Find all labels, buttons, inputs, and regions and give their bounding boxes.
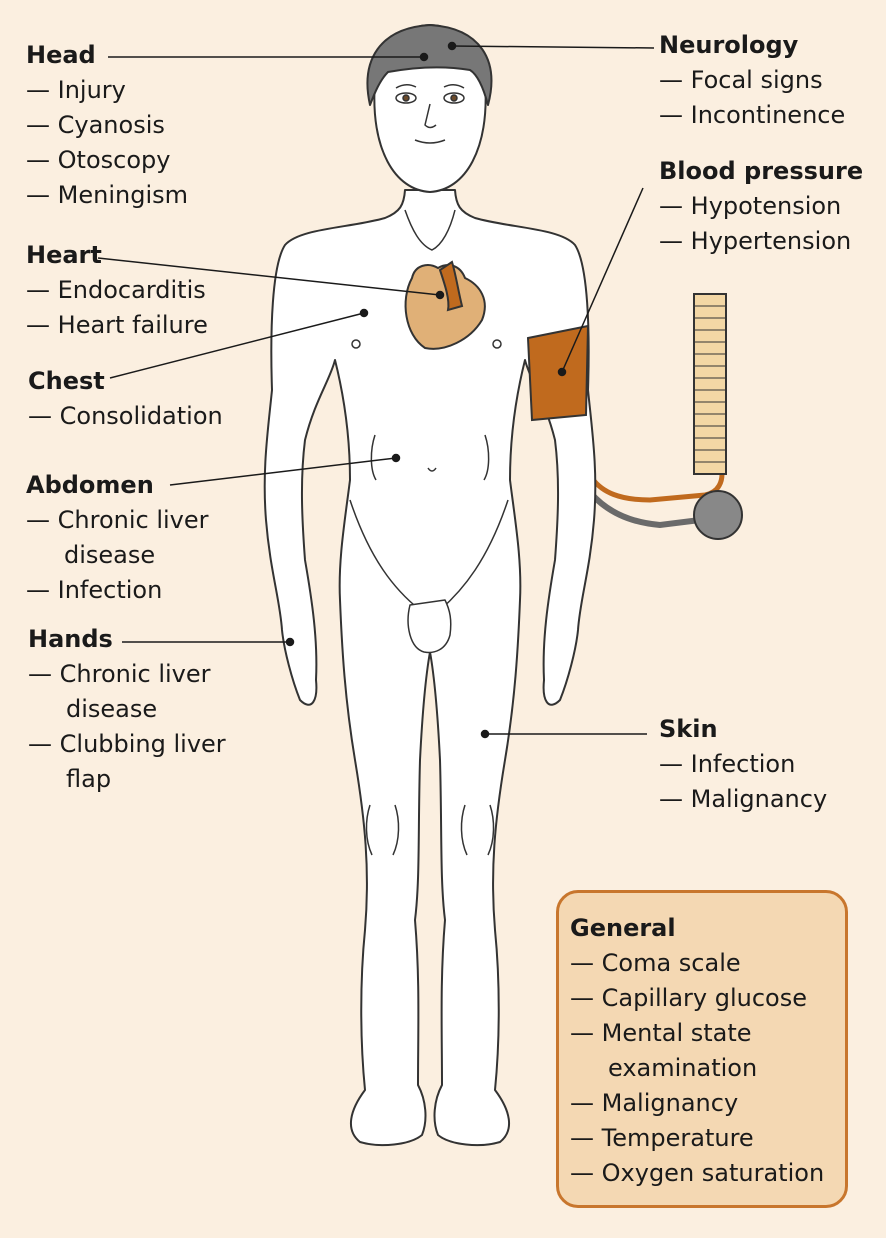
- label-head-items: Injury Cyanosis Otoscopy Meningism: [26, 73, 188, 213]
- list-item: Mental state examination: [570, 1016, 842, 1086]
- label-heart-title: Heart: [26, 241, 102, 269]
- mercury-column: [693, 293, 727, 475]
- list-item: Chronic liver disease: [28, 657, 263, 727]
- list-item: Capillary glucose: [570, 981, 842, 1016]
- list-item: Temperature: [570, 1121, 842, 1156]
- list-item: Chronic liver disease: [26, 503, 256, 573]
- list-item: Endocarditis: [26, 273, 208, 308]
- list-item: Incontinence: [659, 98, 846, 133]
- label-chest: Chest Consolidation: [28, 364, 223, 434]
- list-item: Malignancy: [659, 782, 828, 817]
- leader-lines: [97, 41, 655, 739]
- label-neurology-items: Focal signs Incontinence: [659, 63, 846, 133]
- column-ticks: [694, 305, 726, 463]
- label-head: Head Injury Cyanosis Otoscopy Meningism: [26, 38, 188, 213]
- list-item: Oxygen saturation: [570, 1156, 842, 1191]
- heart-illustration: [404, 260, 486, 350]
- label-blood-pressure-title: Blood pressure: [659, 157, 864, 185]
- list-item: Otoscopy: [26, 143, 188, 178]
- list-item: Meningism: [26, 178, 188, 213]
- label-blood-pressure: Blood pressure Hypotension Hypertension: [659, 154, 863, 259]
- hair: [366, 24, 493, 106]
- torso-details: [349, 209, 509, 856]
- label-heart: Heart Endocarditis Heart failure: [26, 238, 208, 343]
- list-item: Consolidation: [28, 399, 223, 434]
- label-abdomen-title: Abdomen: [26, 471, 154, 499]
- label-neurology-title: Neurology: [659, 31, 799, 59]
- human-figure: [263, 24, 597, 1147]
- list-item: Clubbing liver flap: [28, 727, 263, 797]
- label-general-items: Coma scale Capillary glucose Mental stat…: [570, 946, 842, 1191]
- label-hands-title: Hands: [28, 625, 113, 653]
- list-item: Cyanosis: [26, 108, 188, 143]
- label-skin-title: Skin: [659, 715, 718, 743]
- label-chest-title: Chest: [28, 367, 105, 395]
- list-item: Infection: [659, 747, 827, 782]
- label-skin: Skin Infection Malignancy: [659, 712, 827, 817]
- label-skin-items: Infection Malignancy: [659, 747, 828, 817]
- label-head-title: Head: [26, 41, 96, 69]
- inflation-bulb: [693, 490, 743, 540]
- list-item: Injury: [26, 73, 188, 108]
- label-neurology: Neurology Focal signs Incontinence: [659, 28, 845, 133]
- list-item: Focal signs: [659, 63, 845, 98]
- label-abdomen-items: Chronic liver disease Infection: [26, 503, 256, 608]
- label-general-title: General: [570, 914, 676, 942]
- label-heart-items: Endocarditis Heart failure: [26, 273, 208, 343]
- label-hands: Hands Chronic liver disease Clubbing liv…: [28, 622, 263, 797]
- list-item: Hypotension: [659, 189, 863, 224]
- list-item: Malignancy: [570, 1086, 842, 1121]
- list-item: Coma scale: [570, 946, 842, 981]
- general-box: General Coma scale Capillary glucose Men…: [556, 890, 848, 1208]
- label-blood-pressure-items: Hypotension Hypertension: [659, 189, 863, 259]
- label-chest-items: Consolidation: [28, 399, 223, 434]
- list-item: Infection: [26, 573, 256, 608]
- label-hands-items: Chronic liver disease Clubbing liver fla…: [28, 657, 263, 797]
- face-features: [395, 84, 465, 144]
- label-abdomen: Abdomen Chronic liver disease Infection: [26, 468, 256, 608]
- list-item: Heart failure: [26, 308, 208, 343]
- label-general: General Coma scale Capillary glucose Men…: [570, 911, 842, 1191]
- list-item: Hypertension: [659, 224, 863, 259]
